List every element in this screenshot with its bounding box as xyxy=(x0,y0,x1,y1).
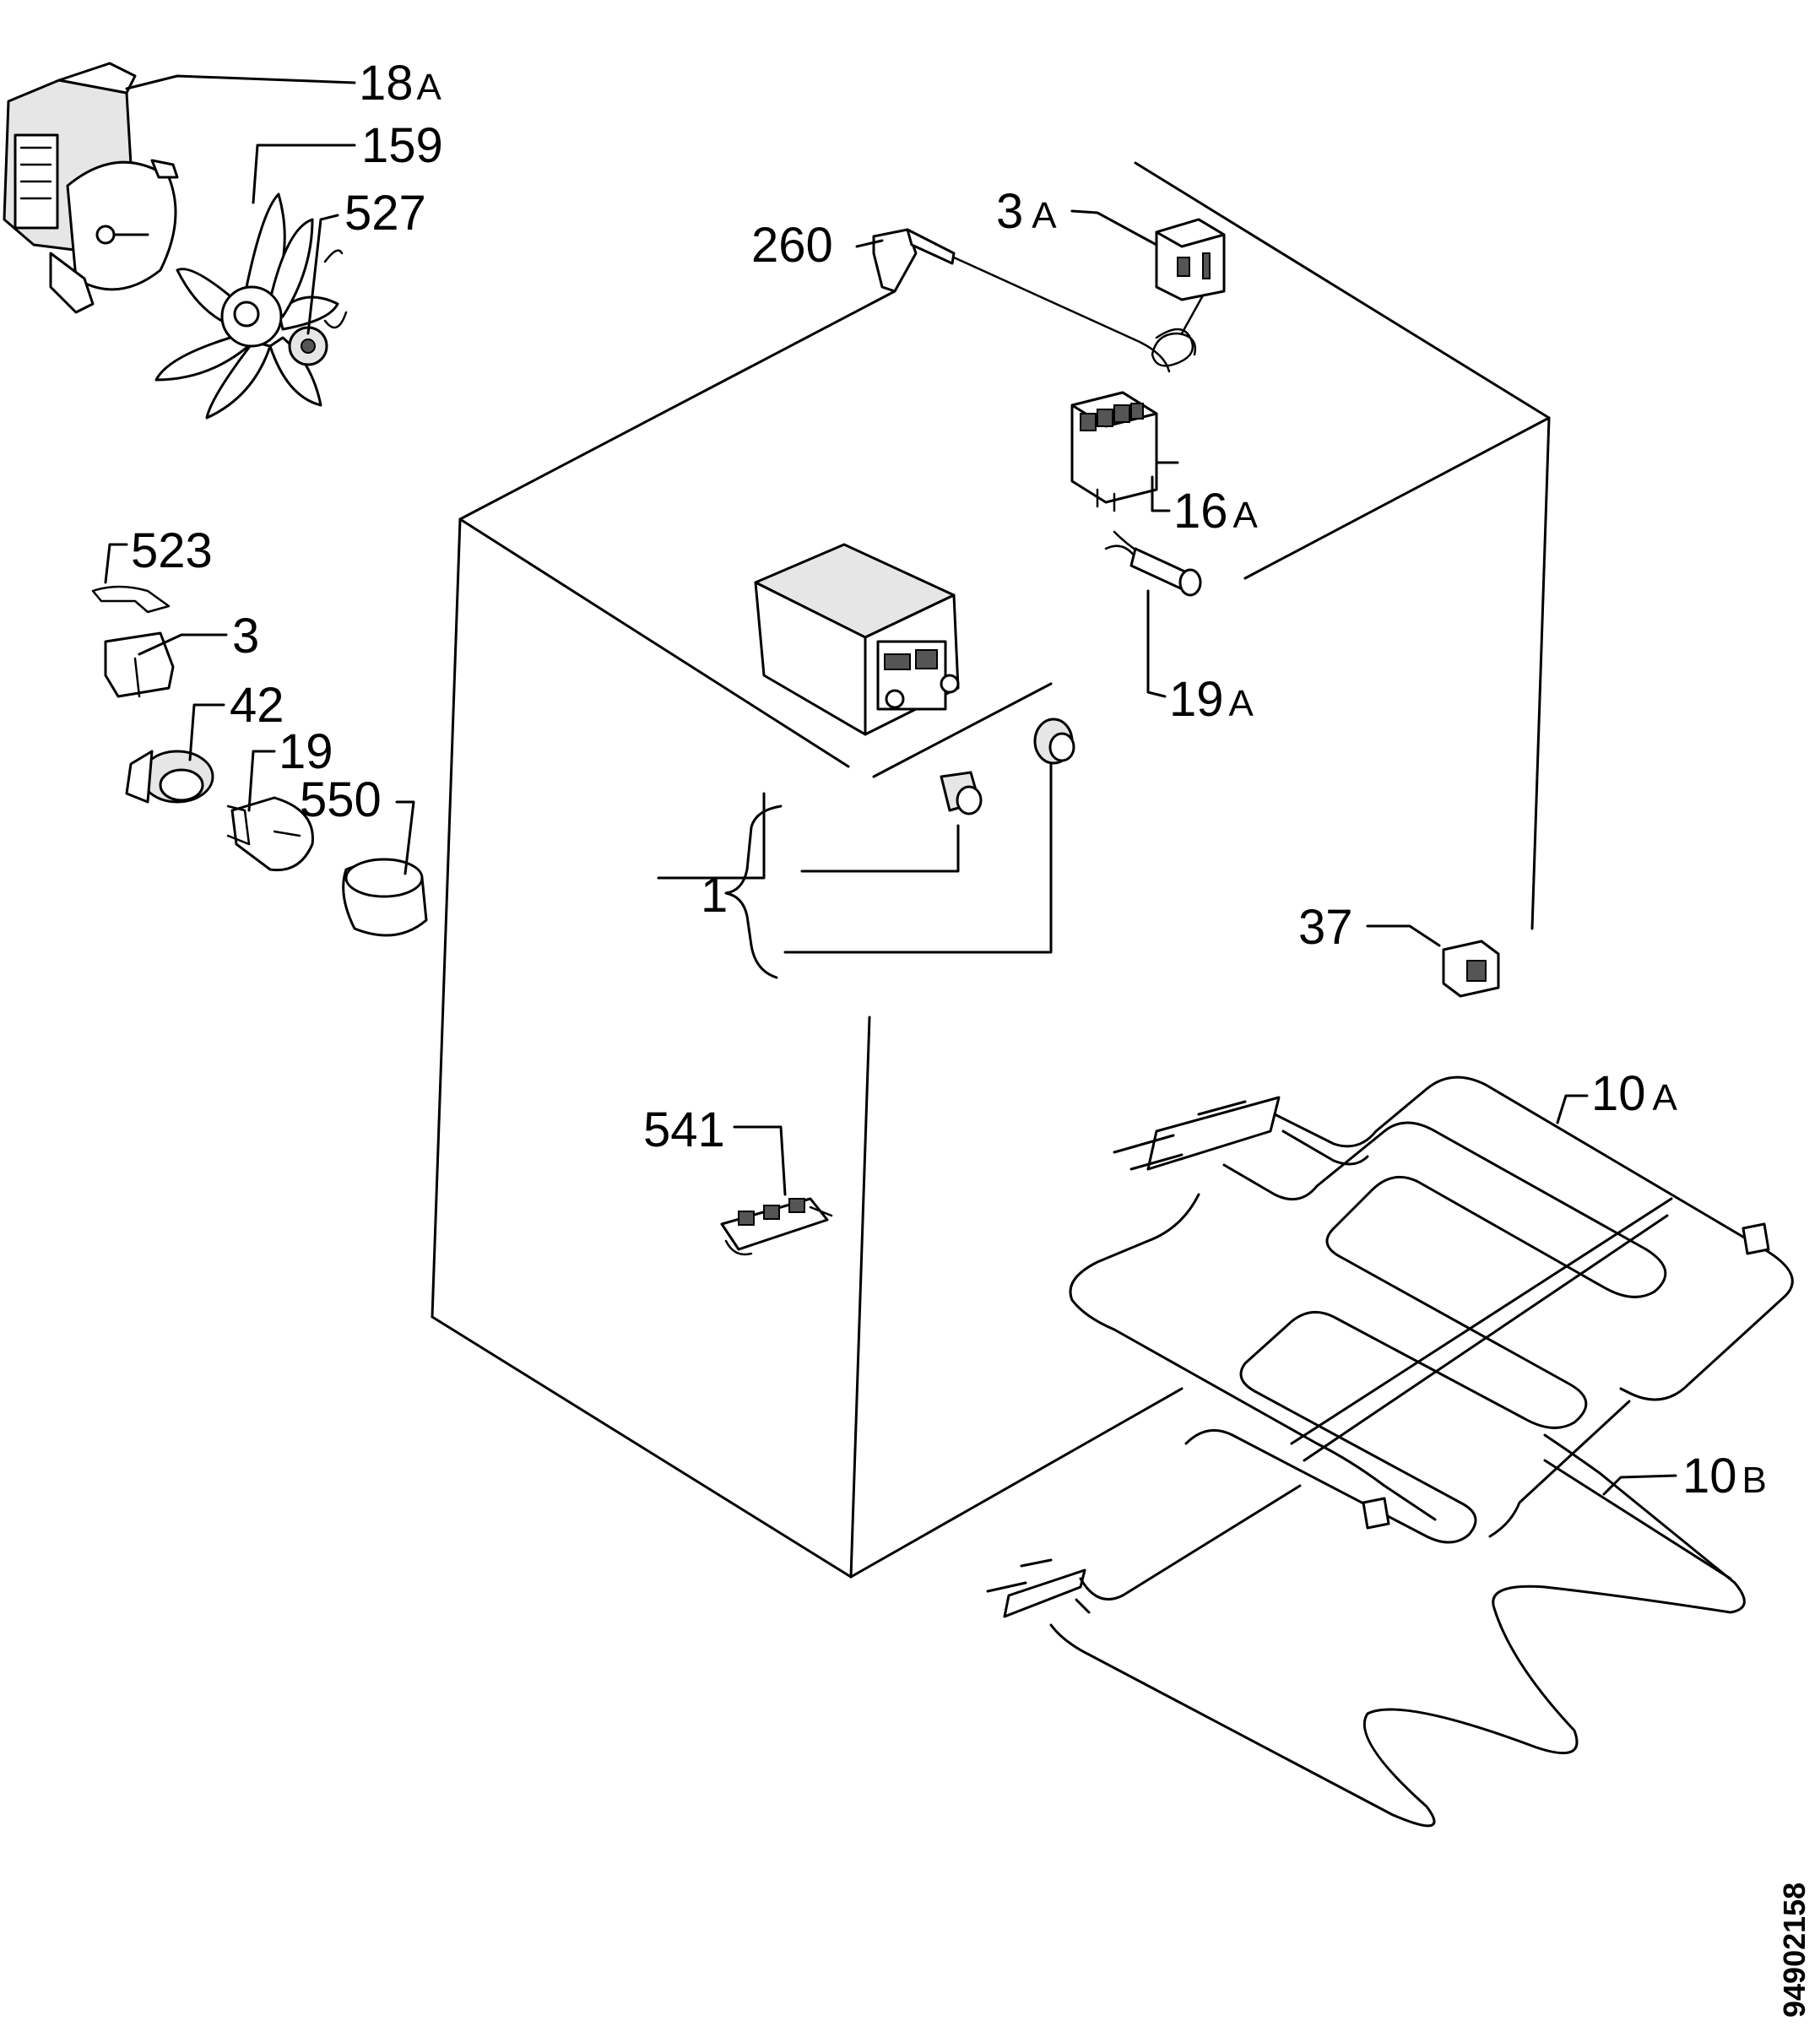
door-switch xyxy=(1442,940,1500,998)
callout-3: 3 xyxy=(232,609,259,664)
callout-19: 19 xyxy=(279,724,333,779)
leader-lines xyxy=(104,74,1677,1496)
probe-and-thermostat xyxy=(872,218,1226,373)
fan-nut xyxy=(288,249,348,366)
fan-blade xyxy=(154,192,339,420)
drawing-code: 94902158 xyxy=(1777,1882,1812,2018)
callout-1: 1 xyxy=(701,868,728,923)
fan-motor xyxy=(3,62,179,314)
callout-37: 37 xyxy=(1298,900,1353,955)
callout-523: 523 xyxy=(131,523,213,578)
callout-550: 550 xyxy=(300,772,382,827)
selector-switch xyxy=(1070,391,1179,512)
grill-heating-element xyxy=(1069,1075,1794,1544)
callout-260: 260 xyxy=(751,218,833,273)
terminal-block xyxy=(720,1197,833,1256)
bottom-heating-element xyxy=(986,1433,1746,1828)
callout-42: 42 xyxy=(230,678,284,733)
oven-cavity-outline xyxy=(431,161,1551,1579)
callout-159: 159 xyxy=(361,118,443,173)
electronic-timer xyxy=(754,543,1075,815)
callout-18a: 18A xyxy=(359,56,442,111)
pilot-lamp xyxy=(1104,530,1202,597)
callout-527: 527 xyxy=(344,186,426,241)
oven-lamp-parts xyxy=(91,585,428,937)
callout-541: 541 xyxy=(643,1102,725,1157)
